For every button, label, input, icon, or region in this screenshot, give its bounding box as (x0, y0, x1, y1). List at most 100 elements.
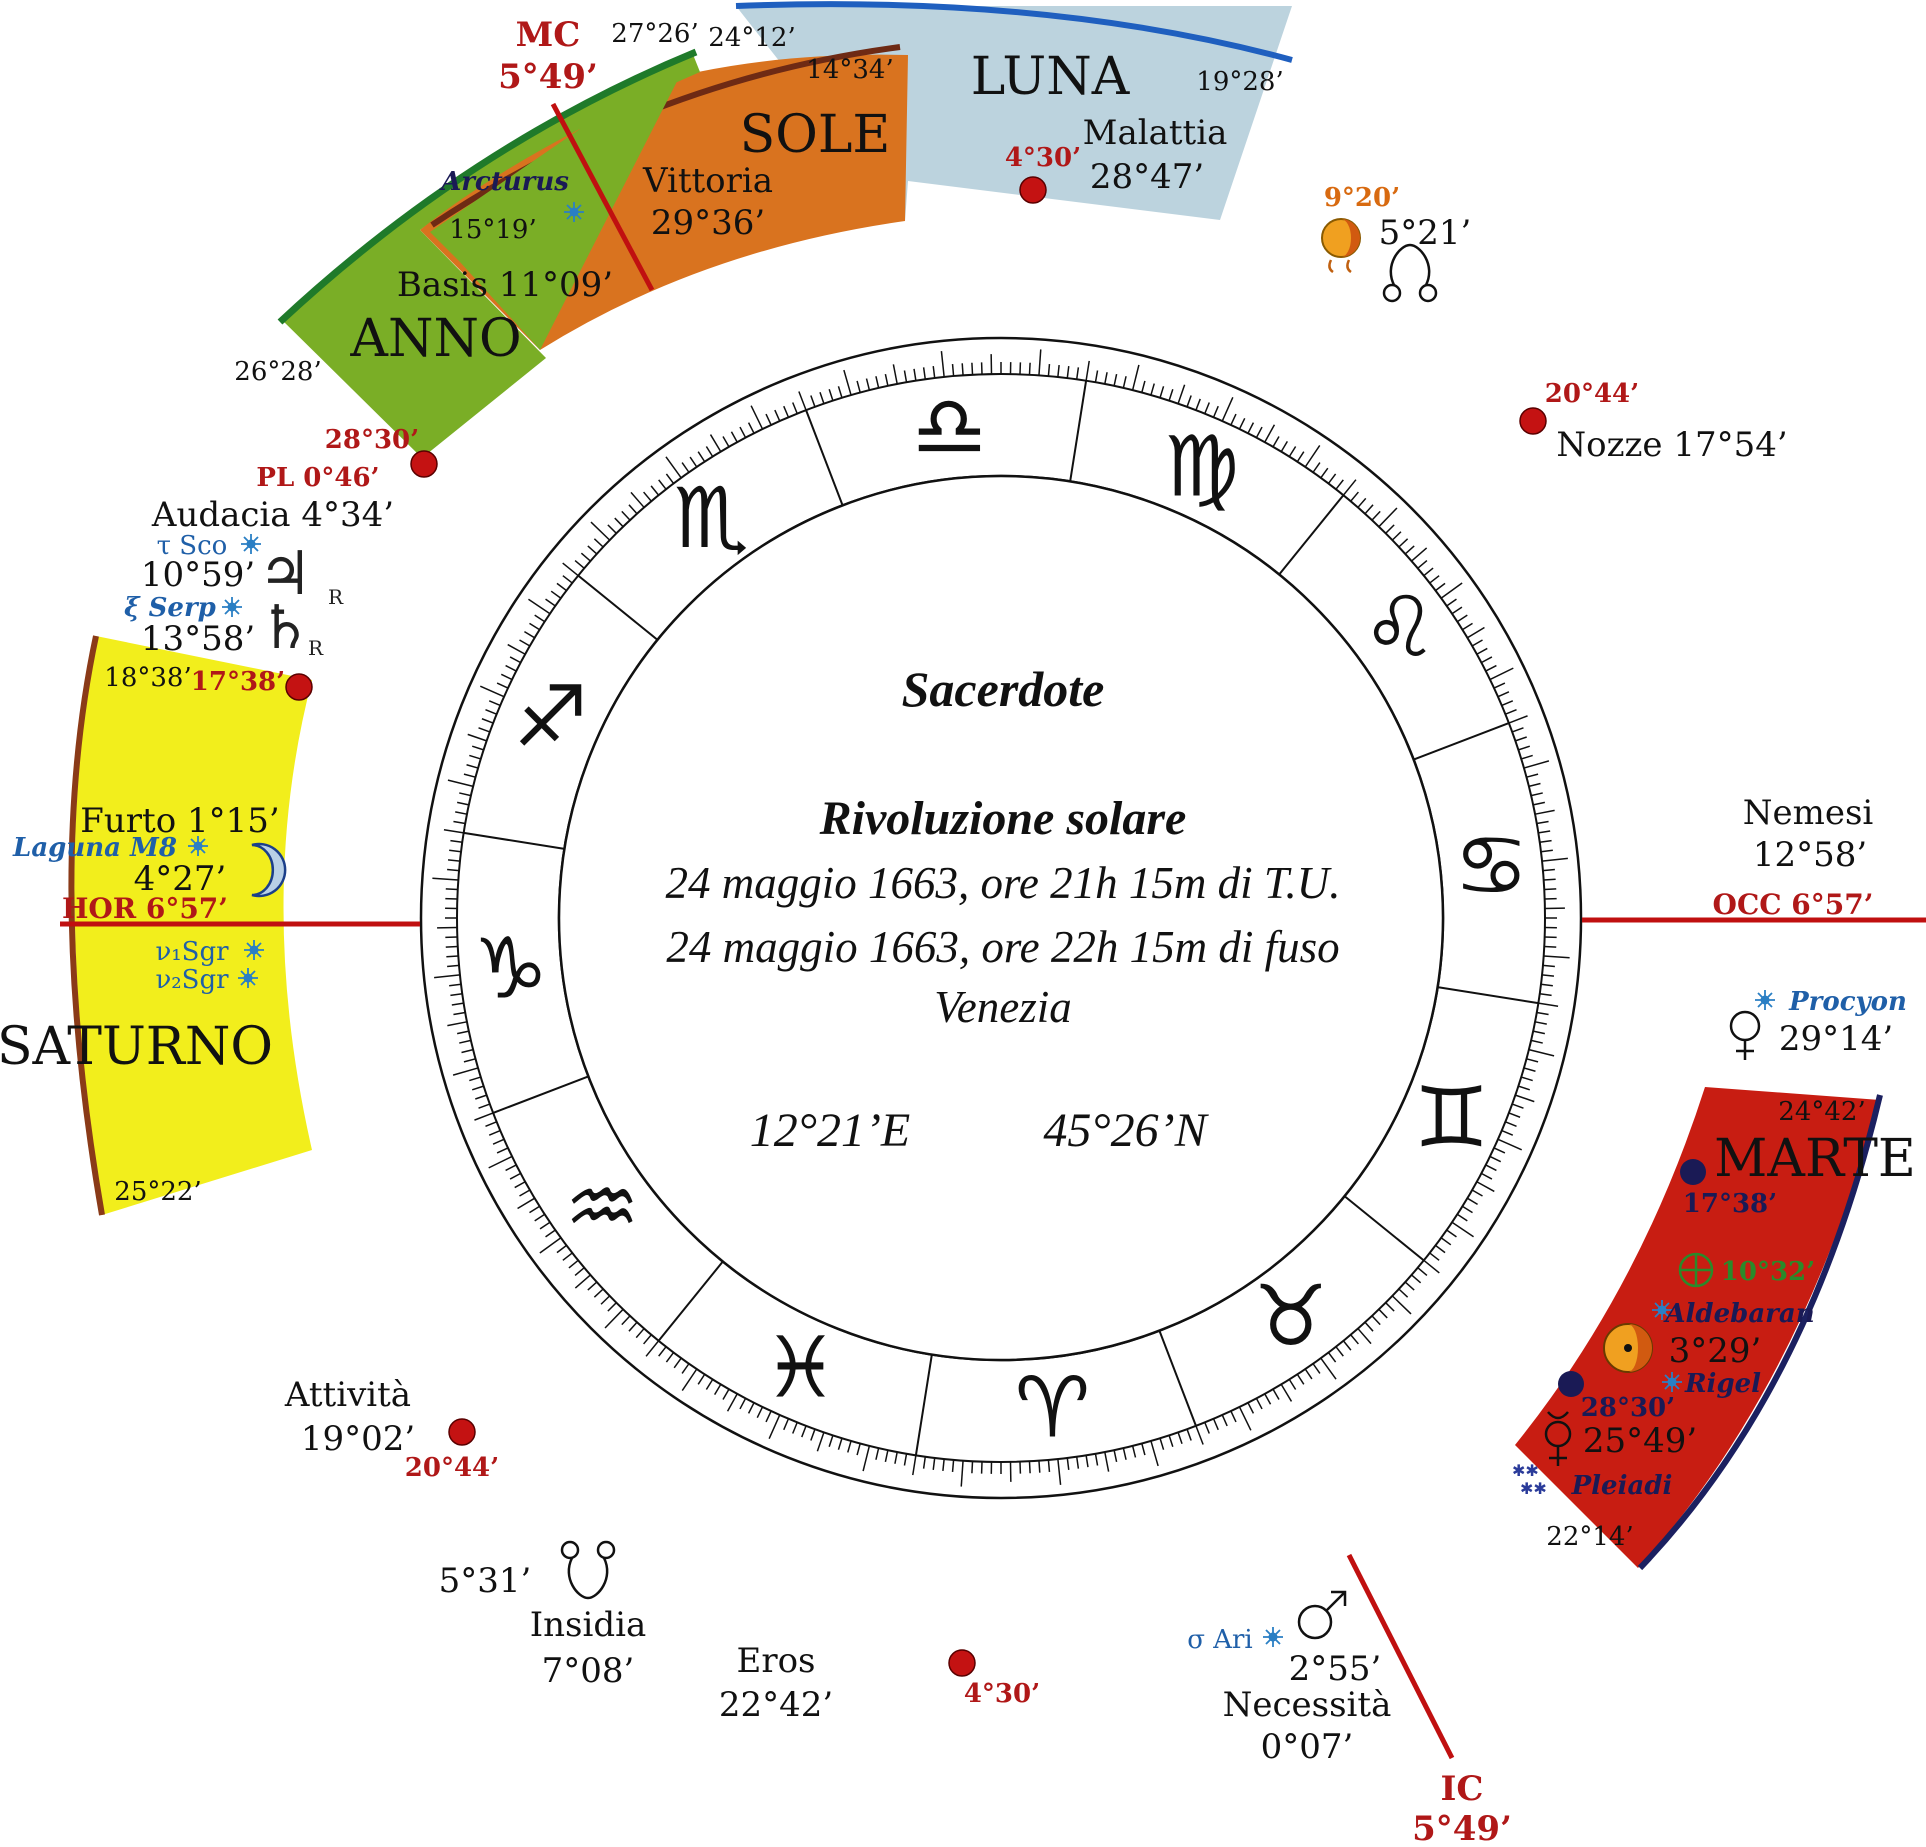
degree-tick (1264, 424, 1276, 443)
degree-tick (765, 1410, 772, 1423)
degree-tick (1538, 1002, 1559, 1007)
degree-tick (726, 1393, 738, 1412)
degree-tick (630, 491, 645, 508)
degree-tick (1028, 1461, 1031, 1474)
degree-tick (1312, 1363, 1321, 1374)
degree-tick (658, 479, 667, 490)
axes (60, 102, 1926, 1760)
degree-tick (1350, 491, 1359, 502)
anno-start-deg: 27°26’ (611, 19, 698, 49)
degree-tick (1371, 1315, 1381, 1326)
degree-tick (1489, 1155, 1502, 1163)
degree-tick (1485, 1164, 1497, 1172)
degree-tick (1518, 1085, 1531, 1091)
sign-divider (463, 831, 565, 850)
latitude: 45°26’N (1043, 1104, 1209, 1157)
degree-tick (1212, 405, 1219, 418)
degree-tick (1523, 1067, 1536, 1072)
degree-tick (810, 1428, 816, 1441)
degree-tick (1471, 1189, 1483, 1197)
degree-tick (466, 764, 479, 769)
aldebaran-label: Aldebaran (1662, 1299, 1814, 1329)
degree-tick (1195, 398, 1201, 411)
aldebaran-deg: 3°29’ (1669, 1331, 1762, 1371)
degree-tick (534, 1213, 546, 1222)
degree-tick (681, 1363, 690, 1374)
jupiter-deg: 10°59’ (141, 555, 255, 595)
sign-divider (1413, 722, 1510, 761)
malattia-label: Malattia (1083, 113, 1228, 153)
marte-dot-label: 17°38’ (1683, 1189, 1777, 1219)
degree-tick (865, 378, 871, 391)
degree-tick (474, 1112, 494, 1121)
degree-tick (507, 643, 526, 655)
degree-tick (1204, 402, 1210, 414)
degree-tick (961, 363, 964, 376)
degree-tick (856, 1443, 861, 1456)
procyon-star-icon (1754, 989, 1776, 1011)
degree-tick (1466, 626, 1485, 639)
sign-glyph: ♑ (473, 920, 548, 1018)
rigel-label: Rigel (1684, 1369, 1761, 1399)
degree-tick (673, 1357, 682, 1369)
degree-tick (1526, 1058, 1539, 1063)
degree-tick (574, 1274, 591, 1289)
sector-saturno-label: SATURNO (0, 1017, 273, 1077)
moon-icon (251, 842, 287, 898)
degree-tick (604, 1308, 624, 1329)
degree-tick (574, 1267, 585, 1276)
degree-tick (1440, 582, 1463, 599)
pleiades-icon: ✱✱ ✱✱ (1512, 1461, 1547, 1498)
degree-tick (689, 456, 698, 468)
sign-glyph: ♊ (1414, 1069, 1489, 1167)
degree-tick (1141, 380, 1146, 393)
hor-label: HOR 6°57’ (62, 892, 228, 925)
degree-tick (1085, 1455, 1089, 1468)
luna-end-deg: 19°28’ (1196, 67, 1283, 97)
degree-tick (792, 402, 798, 414)
sign-glyph: ♎ (912, 378, 987, 476)
degree-tick (1186, 1428, 1192, 1441)
degree-tick (658, 1346, 667, 1357)
degree-tick (1122, 1447, 1127, 1460)
colored-labels: 9°20’ 17°38’ 10°32’ 28°30’ (1324, 183, 1815, 1423)
degree-tick (1038, 349, 1042, 376)
degree-tick (587, 1281, 598, 1291)
degree-tick (1238, 417, 1246, 430)
dot-attivita (448, 1418, 476, 1446)
degree-tick (481, 718, 494, 724)
degree-tick (1476, 1181, 1495, 1193)
sign-divider (657, 1260, 724, 1342)
degree-tick (1497, 691, 1510, 698)
sign-divider (1158, 1330, 1197, 1427)
degree-tick (1435, 1244, 1446, 1254)
degree-tick (1357, 1328, 1372, 1345)
degree-tick (485, 1121, 497, 1127)
degree-tick (1466, 1197, 1478, 1206)
sign-glyph: ♈ (1015, 1358, 1090, 1456)
degree-tick (621, 510, 631, 521)
degree-tick (529, 1205, 541, 1214)
degree-tick (1280, 441, 1289, 453)
nu1-label: ν₁Sgr (155, 937, 229, 967)
degree-tick (1057, 1458, 1062, 1485)
sun-marte-icon (1603, 1323, 1653, 1373)
marte-dot2-label: 28°30’ (1581, 1393, 1675, 1423)
sign-glyph: ♉ (1253, 1267, 1328, 1365)
venus-deg: 29°14’ (1779, 1019, 1893, 1059)
degree-tick (1230, 1410, 1237, 1423)
degree-tick (903, 1453, 908, 1466)
chart-subtitle: Rivoluzione solare (819, 792, 1187, 845)
degree-tick (1417, 560, 1428, 569)
degree-tick (1280, 1383, 1293, 1402)
axis-labels: MC 5°49’ IC 5°49’ HOR 6°57’ OCC 6°57’ (62, 15, 1873, 1847)
degree-tick (1532, 1030, 1546, 1035)
degree-tick (1272, 436, 1280, 448)
degree-tick (471, 745, 484, 751)
nemesi-deg: 12°58’ (1753, 835, 1867, 875)
degree-tick (445, 888, 458, 891)
degree-tick (1364, 1321, 1374, 1332)
degree-tick (1508, 1112, 1521, 1118)
dot-saturno (285, 673, 313, 701)
degree-tick (810, 395, 816, 408)
